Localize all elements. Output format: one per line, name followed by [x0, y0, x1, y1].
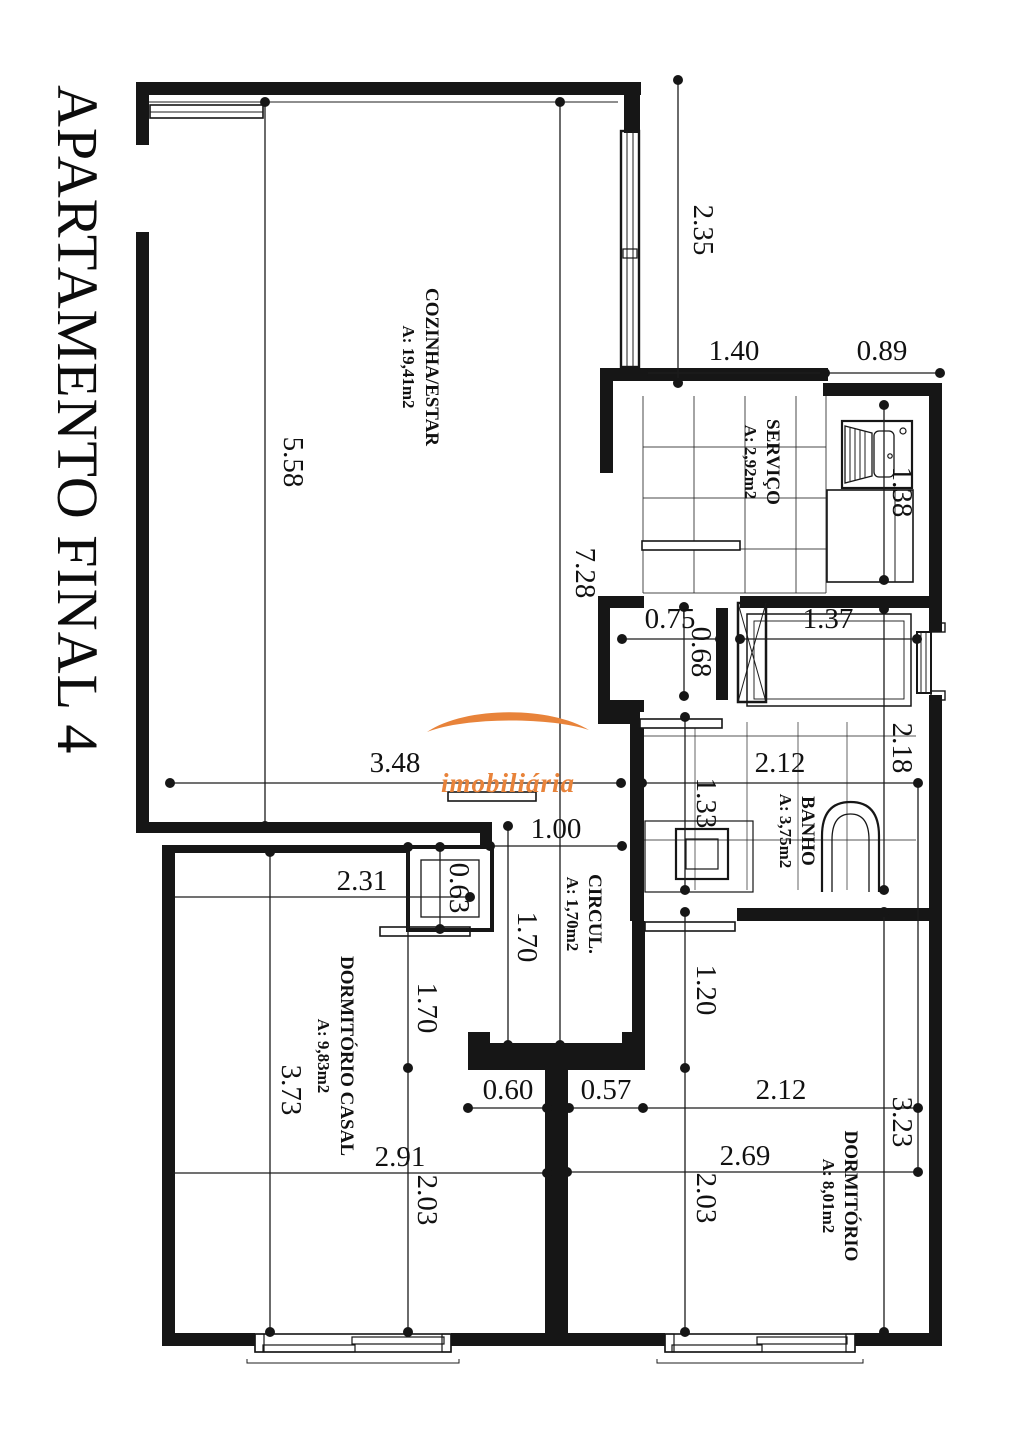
dim-label: 2.03: [411, 1175, 443, 1226]
dim-label: 5.58: [277, 437, 309, 488]
dim-label: 0.63: [443, 863, 475, 914]
room-label-banho: BANHO A: 3,75m2: [776, 794, 818, 869]
room-name: SERVIÇO: [762, 419, 783, 505]
room-area: A: 3,75m2: [776, 794, 795, 869]
dim-label: 2.31: [337, 865, 388, 897]
watermark-swoosh-icon: [427, 712, 589, 732]
dim-label: 1.70: [511, 912, 543, 963]
dim-label: 1.33: [690, 778, 722, 829]
toilet: [820, 800, 881, 892]
dim-label: 2.91: [375, 1141, 426, 1173]
dim-label: 3.73: [275, 1065, 307, 1116]
dim-label: 7.28: [569, 548, 601, 599]
room-label-dormitorio: DORMITÓRIO A: 8,01m2: [819, 1131, 862, 1262]
room-name: DORMITÓRIO: [840, 1131, 862, 1262]
window-bedroom-left: [246, 1333, 460, 1364]
shaft-x-duct: [736, 601, 768, 704]
dim-label: 2.03: [690, 1173, 722, 1224]
dim-label: 0.60: [483, 1074, 534, 1106]
laundry-cabinet: [826, 489, 914, 583]
room-area: A: 2,92m2: [741, 425, 760, 500]
dim-label: 1.00: [531, 813, 582, 845]
dim-label: 1.37: [803, 603, 854, 635]
dimension-labels: 2.35 1.40 0.89 5.58 7.28 1.38 0.75 0.68 …: [275, 205, 918, 1226]
dim-label: 0.68: [685, 627, 717, 678]
room-name: BANHO: [797, 796, 818, 866]
dim-label: 1.70: [411, 983, 443, 1034]
dim-label: 2.18: [886, 723, 918, 774]
watermark-text: imobiliária: [441, 768, 575, 798]
dim-label: 1.40: [709, 335, 760, 367]
room-area: A: 1,70m2: [563, 877, 582, 952]
dim-label: 3.48: [370, 747, 421, 779]
dimension-dots: [163, 75, 945, 1337]
room-area: A: 9,83m2: [314, 1019, 333, 1094]
window-kitchen-right: [619, 129, 641, 369]
dim-label: 2.69: [720, 1140, 771, 1172]
door-leaf-servico: [641, 540, 741, 551]
dimension-lines: [168, 80, 940, 1332]
dim-label: 0.75: [645, 603, 696, 635]
room-label-dorm-casal: DORMITÓRIO CASAL A: 9,83m2: [314, 956, 358, 1156]
window-banho-right: [916, 622, 946, 701]
title-text: APARTAMENTO FINAL 4: [45, 85, 110, 754]
shower-box: [644, 820, 754, 893]
watermark: imobiliária: [427, 712, 589, 798]
dim-label: 1.20: [690, 965, 722, 1016]
t-wall-between-bedrooms: [468, 1032, 645, 1333]
room-label-cozinha: COZINHA/ESTAR A: 19,41m2: [399, 288, 442, 446]
door-leaf-dormitorio: [644, 921, 736, 932]
room-label-servico: SERVIÇO A: 2,92m2: [741, 419, 783, 505]
dim-label: 0.57: [581, 1074, 632, 1106]
door-leaf-banho: [639, 718, 723, 729]
tile-grid-servico: [642, 396, 827, 594]
room-name: DORMITÓRIO CASAL: [336, 956, 358, 1156]
dim-label: 2.12: [756, 1074, 807, 1106]
tile-grid-banho: [644, 722, 916, 890]
page-title: APARTAMENTO FINAL 4: [45, 85, 110, 754]
bathtub: [746, 613, 912, 707]
door-leaf-entry: [149, 104, 264, 119]
window-bedroom-right: [656, 1333, 864, 1364]
room-name: COZINHA/ESTAR: [421, 288, 442, 446]
room-area: A: 19,41m2: [399, 325, 418, 408]
room-name: CIRCUL.: [584, 874, 605, 954]
dim-label: 0.89: [857, 335, 908, 367]
door-leaf-circulation: [447, 791, 537, 802]
dim-label: 2.35: [687, 205, 719, 256]
dim-label: 1.38: [886, 467, 918, 518]
room-label-circul: CIRCUL. A: 1,70m2: [563, 874, 605, 954]
room-area: A: 8,01m2: [819, 1159, 838, 1234]
dim-label: 2.12: [755, 747, 806, 779]
dim-label: 3.23: [886, 1097, 918, 1148]
